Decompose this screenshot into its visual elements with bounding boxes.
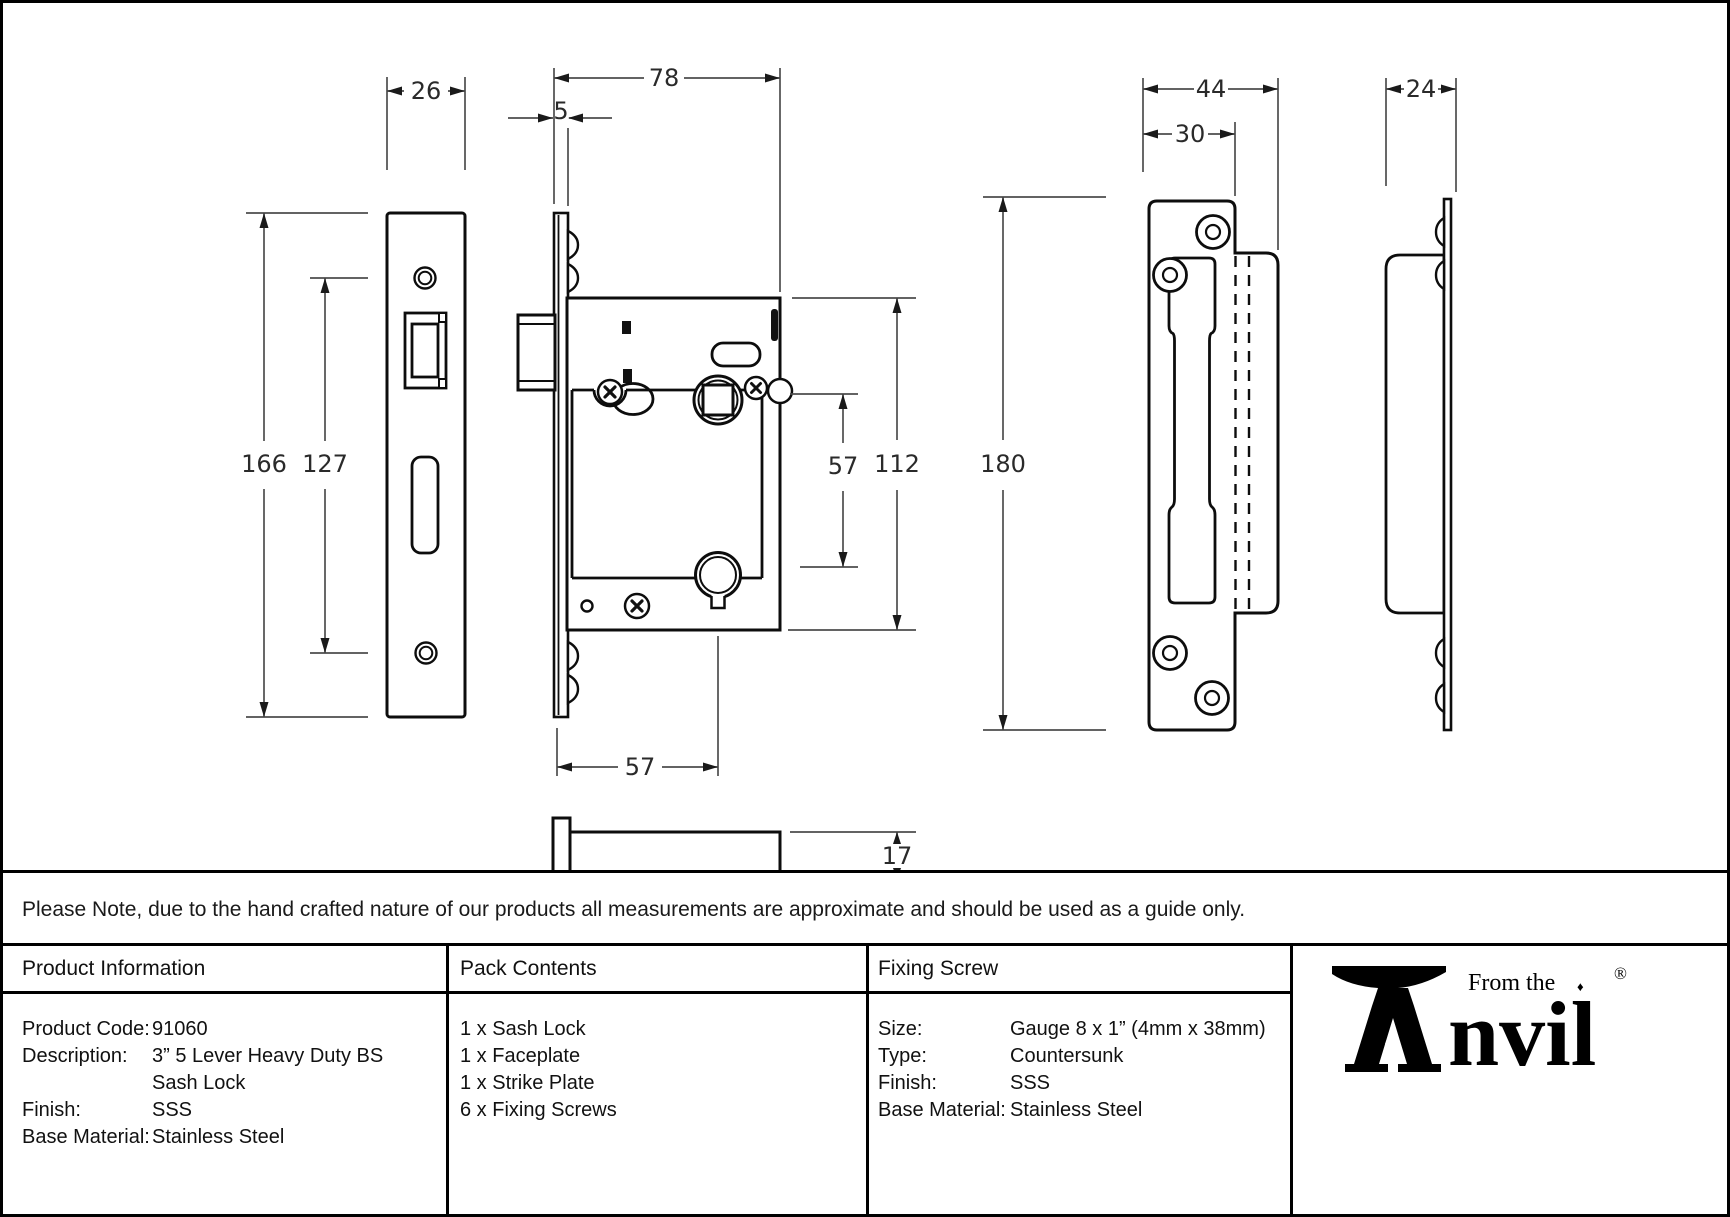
screw-size-value: Gauge 8 x 1” (4mm x 38mm) bbox=[1010, 1018, 1266, 1040]
dim-case-height: 112 bbox=[788, 297, 920, 631]
registered-trademark-icon: ® bbox=[1614, 964, 1627, 983]
dim-label-30: 30 bbox=[1175, 120, 1206, 148]
screw-type-label: Type: bbox=[878, 1045, 927, 1067]
dim-case-thickness: 17 bbox=[790, 831, 916, 872]
logo-diamond-icon: ♦ bbox=[1577, 979, 1584, 994]
base-material-label: Base Material: bbox=[22, 1126, 150, 1148]
strike-plate-front-view bbox=[1147, 199, 1280, 732]
pack-item: 6 x Fixing Screws bbox=[460, 1099, 617, 1121]
base-material-value: Stainless Steel bbox=[152, 1126, 285, 1148]
dim-backset: 57 bbox=[556, 636, 719, 781]
pack-item: 1 x Strike Plate bbox=[460, 1072, 595, 1094]
faceplate-front-view bbox=[385, 211, 467, 719]
dim-strike-height: 180 bbox=[980, 196, 1106, 731]
table-header-bottom-border bbox=[0, 991, 1290, 994]
dim-faceplate-hole-centres: 127 bbox=[302, 277, 368, 654]
case-edge-slot bbox=[771, 309, 778, 341]
dim-label-57-vertical: 57 bbox=[828, 452, 859, 480]
dim-label-166: 166 bbox=[241, 450, 287, 478]
dim-label-26: 26 bbox=[411, 77, 442, 105]
frame-left bbox=[0, 0, 3, 1217]
column-divider-3 bbox=[1290, 943, 1293, 1214]
dim-strike-overall-width: 44 bbox=[1142, 75, 1279, 250]
dim-label-5: 5 bbox=[553, 97, 568, 125]
lock-case-view bbox=[516, 211, 794, 719]
frame-bottom bbox=[0, 1214, 1730, 1217]
pack-item: 1 x Faceplate bbox=[460, 1045, 581, 1067]
description-label: Description: bbox=[22, 1045, 128, 1067]
dim-faceplate-height: 166 bbox=[241, 212, 368, 718]
dim-faceplate-width: 26 bbox=[386, 77, 466, 170]
pack-contents-header: Pack Contents bbox=[460, 957, 597, 980]
technical-drawing: 26 166 127 bbox=[241, 64, 1457, 872]
logo-wordmark: nvil bbox=[1448, 983, 1597, 1085]
dim-label-57-backset: 57 bbox=[625, 753, 656, 781]
frame-top bbox=[0, 0, 1730, 3]
pack-item: 1 x Sash Lock bbox=[460, 1018, 586, 1040]
case-stop-pin bbox=[622, 321, 631, 334]
logo-from-the: From the bbox=[1468, 970, 1556, 996]
description-value-line2: Sash Lock bbox=[152, 1072, 246, 1094]
case-stop-pin bbox=[623, 369, 632, 383]
dim-strike-side-width: 24 bbox=[1385, 75, 1457, 192]
finish-value: SSS bbox=[152, 1099, 193, 1121]
column-divider-2 bbox=[866, 943, 869, 1214]
dim-case-width: 78 bbox=[553, 64, 781, 292]
measurement-note: Please Note, due to the hand crafted nat… bbox=[22, 898, 1246, 921]
screw-base-material-value: Stainless Steel bbox=[1010, 1099, 1143, 1121]
dim-follower-to-keyhole: 57 bbox=[790, 393, 859, 568]
screw-size-label: Size: bbox=[878, 1018, 923, 1040]
lock-case-side-view bbox=[551, 816, 782, 872]
finish-label: Finish: bbox=[22, 1099, 81, 1121]
screw-type-value: Countersunk bbox=[1010, 1045, 1124, 1067]
fixing-screw-header: Fixing Screw bbox=[878, 957, 999, 980]
screw-finish-value: SSS bbox=[1010, 1072, 1051, 1094]
screw-base-material-label: Base Material: bbox=[878, 1099, 1006, 1121]
dim-faceplate-thickness: 5 bbox=[508, 97, 612, 206]
anvil-icon bbox=[1332, 966, 1446, 1072]
strike-plate-side-view bbox=[1384, 197, 1453, 732]
product-information-header: Product Information bbox=[22, 957, 206, 980]
dim-label-44: 44 bbox=[1196, 75, 1227, 103]
dim-label-112: 112 bbox=[874, 450, 920, 478]
dim-label-78: 78 bbox=[649, 64, 680, 92]
product-code-label: Product Code: bbox=[22, 1018, 150, 1040]
dim-strike-plate-width: 30 bbox=[1143, 120, 1236, 196]
column-divider-1 bbox=[446, 943, 449, 1214]
frame-right bbox=[1727, 0, 1730, 1217]
note-row-top-border bbox=[0, 870, 1730, 873]
product-code-value: 91060 bbox=[152, 1018, 208, 1040]
dim-label-180: 180 bbox=[980, 450, 1026, 478]
description-value-line1: 3” 5 Lever Heavy Duty BS bbox=[152, 1045, 384, 1067]
dim-label-127: 127 bbox=[302, 450, 348, 478]
dim-label-17: 17 bbox=[882, 842, 913, 870]
dim-label-24: 24 bbox=[1406, 75, 1437, 103]
screw-finish-label: Finish: bbox=[878, 1072, 937, 1094]
table-top-border bbox=[0, 943, 1730, 946]
